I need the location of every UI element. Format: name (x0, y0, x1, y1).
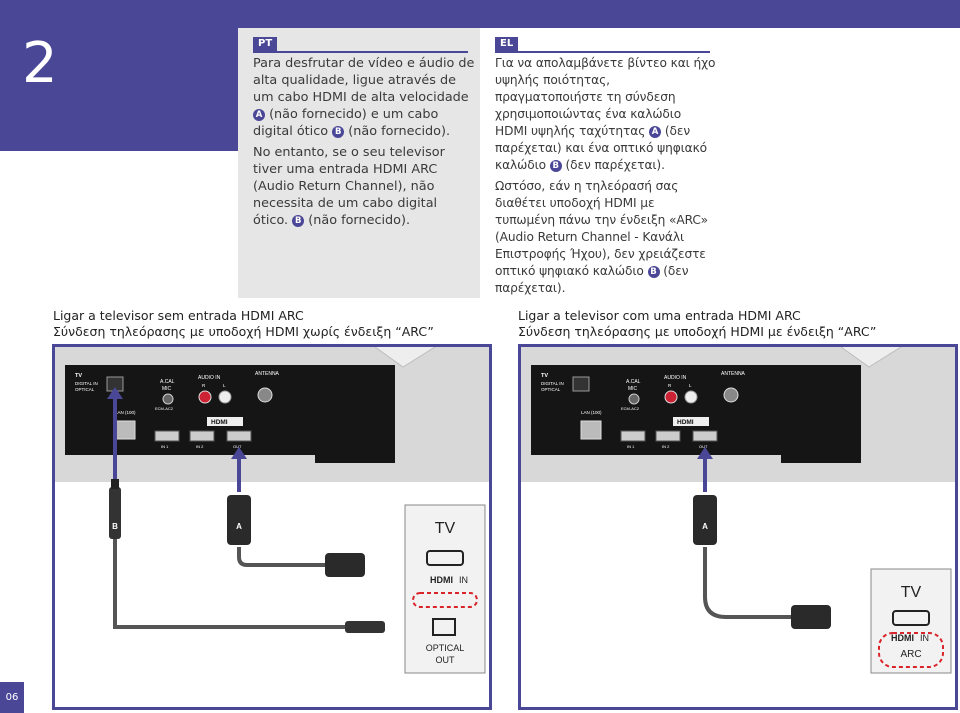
right-section-title: Ligar a televisor com uma entrada HDMI A… (518, 308, 876, 340)
cable-label-a: A (236, 522, 242, 531)
optical-port (572, 376, 590, 392)
svg-text:DIGITAL IN: DIGITAL IN (541, 381, 564, 386)
tv-box (404, 504, 486, 674)
hdmi-plug-a (693, 495, 717, 545)
right-title-pt: Ligar a televisor com uma entrada HDMI A… (518, 308, 801, 323)
tv-label: TV (435, 520, 456, 537)
tv-hdmi-port (426, 550, 464, 566)
cable-label-a: A (702, 522, 708, 531)
badge-b: B (292, 215, 305, 227)
svg-text:AUDIO IN: AUDIO IN (664, 375, 687, 381)
tv-arc-highlight (878, 632, 944, 668)
svg-text:ANTENNA: ANTENNA (721, 371, 746, 377)
svg-text:HDMI: HDMI (891, 633, 914, 643)
pt-instructions-panel: PT Para desfrutar de vídeo e áudio de al… (238, 28, 480, 298)
tv-optical-label: OPTICAL (426, 643, 465, 653)
left-title-pt: Ligar a televisor sem entrada HDMI ARC (53, 308, 304, 323)
tv-optical-port (432, 618, 456, 636)
tv-label: TV (901, 584, 922, 601)
hdmi-in1-port (154, 430, 180, 442)
pt-lang-tag: PT (253, 37, 278, 51)
tv-arc-label: ARC (900, 649, 921, 660)
svg-text:IN: IN (459, 575, 468, 585)
svg-text:OUT: OUT (699, 444, 708, 449)
panel-antenna-label: ANTENNA (255, 371, 280, 377)
step-block: 2 (0, 0, 238, 151)
lan-port (580, 420, 602, 440)
svg-text:IN 1: IN 1 (627, 444, 635, 449)
svg-text:HDMI: HDMI (430, 575, 453, 585)
hdmi-in2-port (189, 430, 215, 442)
el-text: Για να απολαμβάνετε βίντεο και ήχο υψηλή… (495, 55, 717, 301)
optical-cable (113, 537, 345, 629)
svg-text:R: R (668, 383, 672, 388)
badge-b: B (647, 266, 660, 278)
hdmi-plug-a (227, 495, 251, 545)
panel-audio-in-label: AUDIO IN (198, 375, 221, 381)
el-lang-header: EL (495, 37, 710, 53)
panel-mic-label: MIC (162, 386, 172, 392)
svg-text:IN 2: IN 2 (196, 444, 204, 449)
step-number: 2 (22, 31, 58, 96)
cable-label-b: B (112, 522, 118, 531)
badge-b: B (332, 126, 345, 138)
el-paragraph-1: Για να απολαμβάνετε βίντεο και ήχο υψηλή… (495, 56, 716, 172)
svg-text:IN: IN (920, 633, 929, 643)
right-connection-diagram: TV DIGITAL IN OPTICAL A.CAL MIC ECM-AC2 … (518, 344, 958, 710)
svg-text:L: L (223, 383, 226, 388)
el-paragraph-2: Ωστόσο, εάν η τηλεόρασή σας διαθέτει υπο… (495, 179, 708, 295)
panel-tv-label: TV (541, 373, 548, 379)
panel-acal-label: A.CAL (160, 379, 175, 385)
svg-text:L: L (689, 383, 692, 388)
svg-text:ECM-AC2: ECM-AC2 (621, 406, 640, 411)
tv-box (870, 568, 952, 674)
left-connection-diagram: TV DIGITAL IN OPTICAL A.CAL MIC ECM-AC2 … (52, 344, 492, 710)
badge-a: A (649, 126, 662, 138)
panel-ecm-label: ECM-AC2 (155, 406, 174, 411)
pt-paragraph-2: No entanto, se o seu televisor tiver uma… (253, 145, 445, 228)
pt-paragraph-1: Para desfrutar de vídeo e áudio de alta … (253, 56, 475, 139)
panel-optical-label: OPTICAL (75, 387, 95, 392)
svg-text:OUT: OUT (233, 444, 242, 449)
svg-text:OUT: OUT (436, 655, 456, 665)
svg-text:OPTICAL: OPTICAL (541, 387, 561, 392)
panel-tv-label: TV (75, 373, 82, 379)
svg-text:R: R (202, 383, 206, 388)
page-number: 06 (0, 682, 24, 713)
tv-arc-highlight (412, 592, 478, 608)
badge-b: B (549, 160, 562, 172)
hdmi-cable (703, 547, 791, 619)
pt-text: Para desfrutar de vídeo e áudio de alta … (253, 55, 475, 233)
svg-text:HDMI: HDMI (211, 419, 228, 426)
hdmi-cable (237, 547, 325, 567)
lan-port (114, 420, 136, 440)
hdmi-out-port (226, 430, 252, 442)
svg-text:LAN (100): LAN (100) (581, 410, 602, 415)
left-title-el: Σύνδεση τηλεόρασης με υποδοχή HDMI χωρίς… (53, 324, 434, 339)
svg-text:IN 1: IN 1 (161, 444, 169, 449)
el-lang-tag: EL (495, 37, 519, 51)
optical-plug-b (109, 487, 121, 539)
tv-hdmi-port (892, 610, 930, 626)
svg-text:LAN (100): LAN (100) (115, 410, 136, 415)
left-section-title: Ligar a televisor sem entrada HDMI ARC Σ… (53, 308, 434, 340)
svg-text:IN 2: IN 2 (662, 444, 670, 449)
badge-a: A (253, 109, 265, 121)
svg-text:A.CAL: A.CAL (626, 379, 641, 385)
el-instructions-panel: EL Για να απολαμβάνετε βίντεο και ήχο υψ… (480, 28, 716, 298)
panel-hdmi-logo (207, 417, 243, 426)
hdmi-out-port (692, 430, 718, 442)
right-title-el: Σύνδεση τηλεόρασης με υποδοχή HDMI με έν… (518, 324, 877, 339)
svg-text:MIC: MIC (628, 386, 638, 392)
svg-text:HDMI: HDMI (677, 419, 694, 426)
pt-lang-header: PT (253, 37, 468, 53)
panel-digital-in-label: DIGITAL IN (75, 381, 98, 386)
